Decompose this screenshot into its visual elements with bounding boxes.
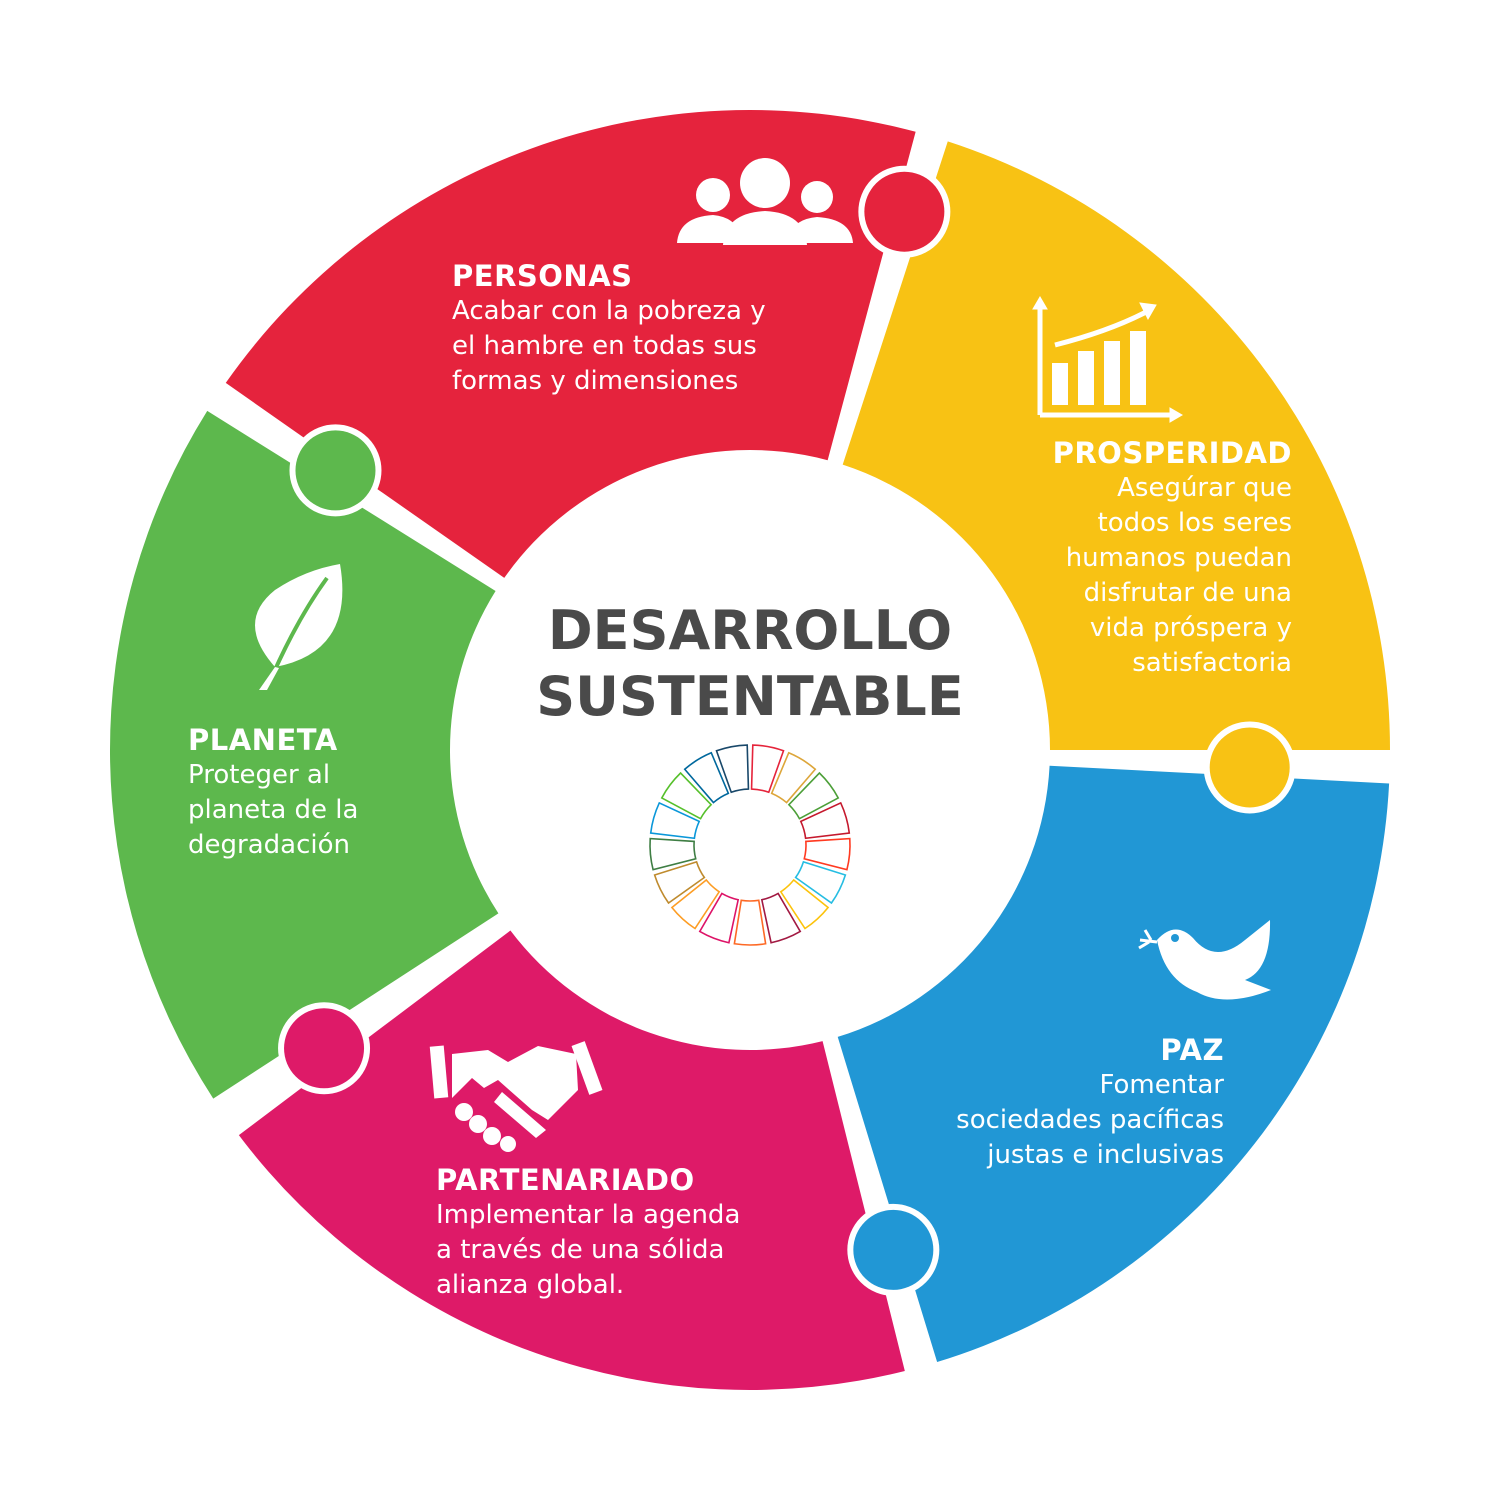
sdg-wheel-segment <box>803 837 851 871</box>
sdg-wheel-segment <box>649 801 701 840</box>
paz-title: PAZ <box>1160 1033 1224 1067</box>
puzzle-tab-prosperidad <box>1203 721 1296 814</box>
prosperidad-title: PROSPERIDAD <box>1052 436 1292 470</box>
personas-body: Acabar con la pobreza y el hambre en tod… <box>452 296 766 396</box>
sdg-wheel-segment <box>698 892 740 944</box>
sdg-wheel-segment <box>715 744 750 794</box>
sdg-wheel-segment <box>660 771 713 820</box>
prosperidad-block: PROSPERIDAD Asegúrar que todos los seres… <box>1053 435 1292 681</box>
sdg-wheel-segment <box>799 801 851 840</box>
paz-block: PAZ Fomentar sociedades pacíficas justas… <box>956 1032 1224 1173</box>
segment-planeta <box>110 410 499 1099</box>
puzzle-tab-planeta <box>289 424 382 517</box>
paz-body: Fomentar sociedades pacíficas justas e i… <box>956 1070 1224 1170</box>
segment-paz <box>837 765 1390 1363</box>
planeta-title: PLANETA <box>188 723 338 757</box>
sdg-wheel-segment <box>794 860 847 905</box>
puzzle-tab-personas <box>858 165 951 258</box>
people-icon <box>677 158 853 245</box>
center-title: DESARROLLO SUSTENTABLE <box>536 599 964 728</box>
segment-prosperidad <box>842 141 1390 750</box>
sdg-wheel-segment <box>779 878 830 930</box>
sdg-wheel-segment <box>670 878 721 930</box>
growth-chart-icon <box>1032 296 1183 423</box>
sdg-wheel-segment <box>787 771 840 820</box>
segment-partenariado <box>238 930 905 1390</box>
sdg-wheel-segment <box>733 899 767 946</box>
planeta-block: PLANETA Proteger al planeta de la degrad… <box>188 722 358 863</box>
partenariado-body: Implementar la agenda a través de una só… <box>436 1200 741 1300</box>
puzzle-tab-paz <box>847 1203 940 1296</box>
puzzle-tab-partenariado <box>278 1002 371 1095</box>
planeta-body: Proteger al planeta de la degradación <box>188 760 359 860</box>
partenariado-block: PARTENARIADO Implementar la agenda a tra… <box>436 1162 740 1303</box>
leaf-icon <box>255 564 343 690</box>
dove-icon <box>1138 920 1271 1000</box>
sdg-wheel-segment <box>770 751 817 804</box>
sdg-wheel-segment <box>653 860 706 905</box>
partenariado-title: PARTENARIADO <box>436 1163 695 1197</box>
prosperidad-body: Asegúrar que todos los seres humanos pue… <box>1065 473 1292 678</box>
sdg-wheel-segment <box>649 837 697 871</box>
sdg-wheel-segment <box>683 751 730 804</box>
personas-block: PERSONAS Acabar con la pobreza y el hamb… <box>452 258 766 399</box>
sdg-wheel-segment <box>760 892 802 944</box>
personas-title: PERSONAS <box>452 259 633 293</box>
sdg-wheel-segment <box>750 744 785 794</box>
handshake-icon <box>429 1041 603 1152</box>
